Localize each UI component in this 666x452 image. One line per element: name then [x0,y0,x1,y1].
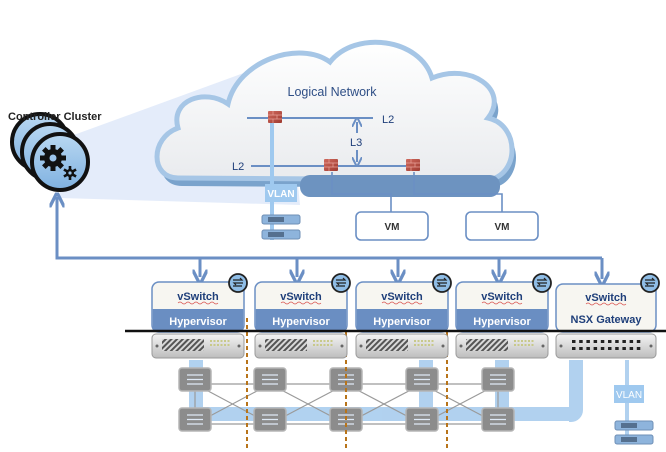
physical-switch-icon [178,407,212,432]
vswitch-label: vSwitch [585,292,627,304]
spellcheck-underline [177,301,219,305]
server-chassis [355,333,449,359]
l2-bottom-label: L2 [232,161,244,173]
vlan-server-icon [261,229,301,240]
spellcheck-underline [280,301,322,305]
server-chassis [455,333,549,359]
controller-cluster-icon[interactable] [10,112,90,192]
physical-switch-icon [253,407,287,432]
hypervisor-label: Hypervisor [169,316,227,328]
spellcheck-underline [481,301,523,305]
hypervisor-band [456,309,548,331]
spellcheck-underline [381,301,423,305]
l3-label: L3 [350,137,362,149]
vswitch-label: vSwitch [481,291,523,303]
server-chassis [151,333,245,359]
vm-box[interactable] [465,211,539,241]
vlan-badge [265,184,297,202]
vm-label: VM [385,222,400,233]
vm-label: VM [495,222,510,233]
physical-switch-icon [253,367,287,392]
gateway-vlan-badge [614,385,644,403]
controller-cluster-label: Controller Cluster [8,111,102,123]
vswitch-badge-icon [532,273,552,293]
vm-box[interactable] [355,211,429,241]
vswitch-badge-icon [331,273,351,293]
physical-switch-icon [405,407,439,432]
gateway-appliance [555,333,657,359]
logical-network-cloud [154,39,516,189]
physical-switch-icon [329,367,363,392]
gateway-label: NSX Gateway [571,314,643,326]
physical-switch-icon [481,367,515,392]
firewall-icon [268,111,282,123]
hypervisor-band [255,309,347,331]
hypervisor-label: Hypervisor [473,316,531,328]
hypervisor-label: Hypervisor [272,316,330,328]
gears-icon [40,145,77,180]
server-chassis [254,333,348,359]
physical-switch-icon [405,367,439,392]
vm-link [331,172,392,212]
l2-top-label: L2 [382,114,394,126]
vswitch-label: vSwitch [177,291,219,303]
physical-switch-icon [178,367,212,392]
firewall-icon [406,159,420,171]
vswitch-badge-icon [432,273,452,293]
hypervisor-band [152,309,244,331]
vlan-label: VLAN [267,189,294,200]
vswitch-label: vSwitch [280,291,322,303]
firewall-icon [324,159,338,171]
vswitch-badge-icon [228,273,248,293]
logical-network-title: Logical Network [288,85,378,99]
cloud-shadow [300,175,500,197]
hypervisor-band [356,309,448,331]
gateway-vlan-label: VLAN [616,390,642,401]
spellcheck-underline [585,302,627,306]
physical-switch-icon [481,407,515,432]
vm-link [413,172,503,212]
vswitch-badge-icon [640,273,660,293]
hypervisor-label: Hypervisor [373,316,431,328]
vlan-server-icon [261,214,301,225]
vlan-server-icon [614,434,654,445]
vlan-server-icon [614,420,654,431]
vswitch-label: vSwitch [381,291,423,303]
